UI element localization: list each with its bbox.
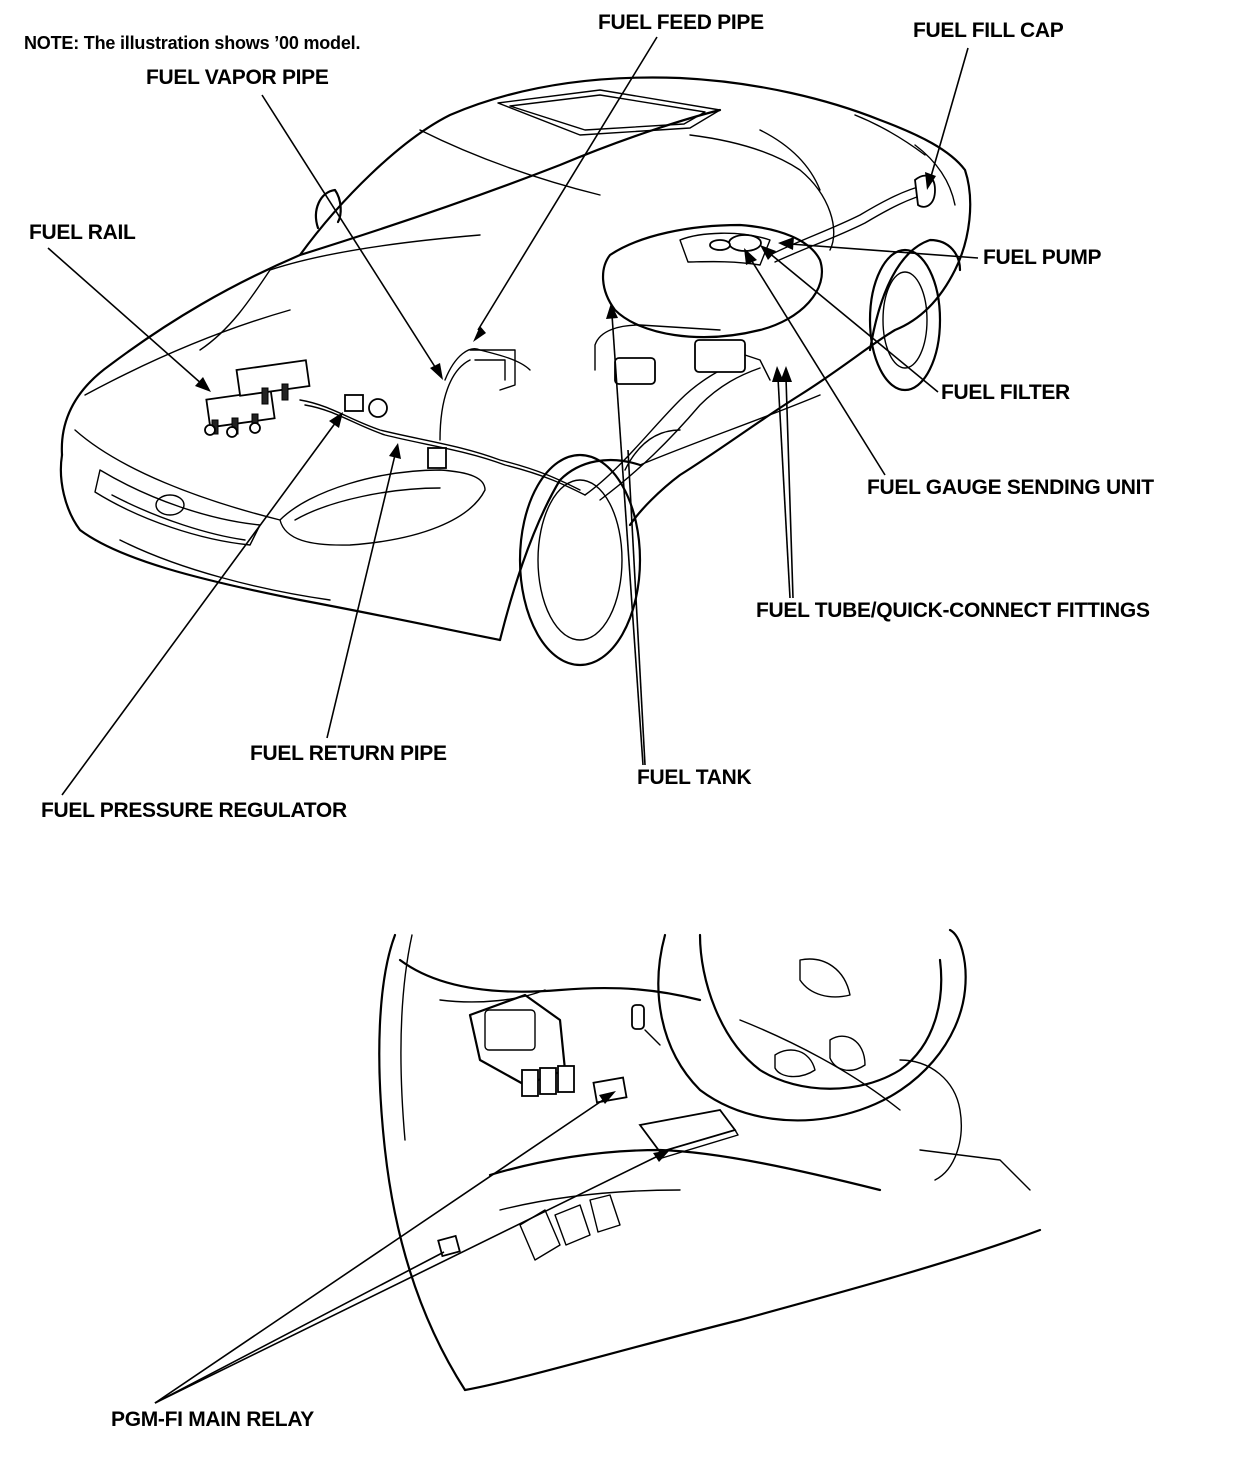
diagram-note: NOTE: The illustration shows ’00 model. [24, 33, 361, 53]
fuel-tank-drawing [602, 223, 823, 339]
label-fuel-gauge-sending-unit: FUEL GAUGE SENDING UNIT [867, 476, 1154, 499]
dashboard-interior-illustration [378, 928, 1042, 1392]
label-fuel-fill-cap: FUEL FILL CAP [913, 19, 1064, 42]
label-fuel-rail: FUEL RAIL [29, 221, 136, 244]
leader-lines [47, 36, 979, 796]
label-fuel-feed-pipe: FUEL FEED PIPE [598, 11, 764, 34]
label-fuel-tube-quick-connect-fittings: FUEL TUBE/QUICK-CONNECT FITTINGS [756, 599, 1150, 622]
label-fuel-filter: FUEL FILTER [941, 381, 1070, 404]
label-fuel-vapor-pipe: FUEL VAPOR PIPE [146, 66, 329, 89]
engine-bay-components [344, 349, 516, 469]
label-pgm-fi-main-relay: PGM-FI MAIN RELAY [111, 1408, 314, 1431]
fuel-rail-assembly [204, 359, 311, 438]
label-fuel-pump: FUEL PUMP [983, 246, 1102, 269]
label-fuel-pressure-regulator: FUEL PRESSURE REGULATOR [41, 799, 347, 822]
fuel-lines [299, 174, 936, 501]
relay-leader-lines [154, 1091, 670, 1404]
label-fuel-tank: FUEL TANK [637, 766, 752, 789]
car-body-illustration [59, 76, 972, 667]
label-fuel-return-pipe: FUEL RETURN PIPE [250, 742, 447, 765]
